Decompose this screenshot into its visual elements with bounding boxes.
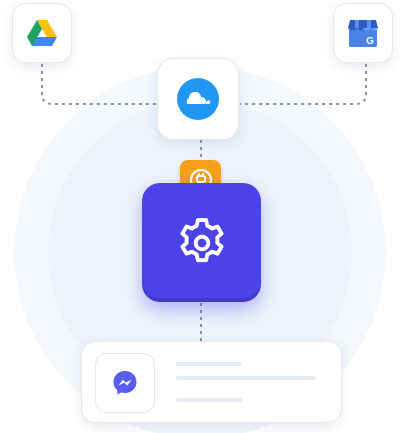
messenger-icon-tile [95,353,155,413]
cloudflare-tile[interactable] [157,58,239,140]
google-drive-tile[interactable] [12,3,72,63]
google-my-business-icon: G [334,4,392,62]
automation-hub[interactable] [142,183,261,302]
svg-text:G: G [366,36,374,47]
placeholder-line-3 [176,398,242,402]
google-drive-icon [13,4,71,62]
placeholder-line-1 [176,362,242,366]
gear-icon [142,183,261,302]
placeholder-line-2 [176,376,316,380]
cloudflare-icon [158,59,238,139]
connector-gdrive-cloudflare [41,64,156,105]
messenger-icon [96,354,154,412]
google-business-tile[interactable]: G [333,3,393,63]
connector-gbiz-cloudflare [240,64,367,105]
